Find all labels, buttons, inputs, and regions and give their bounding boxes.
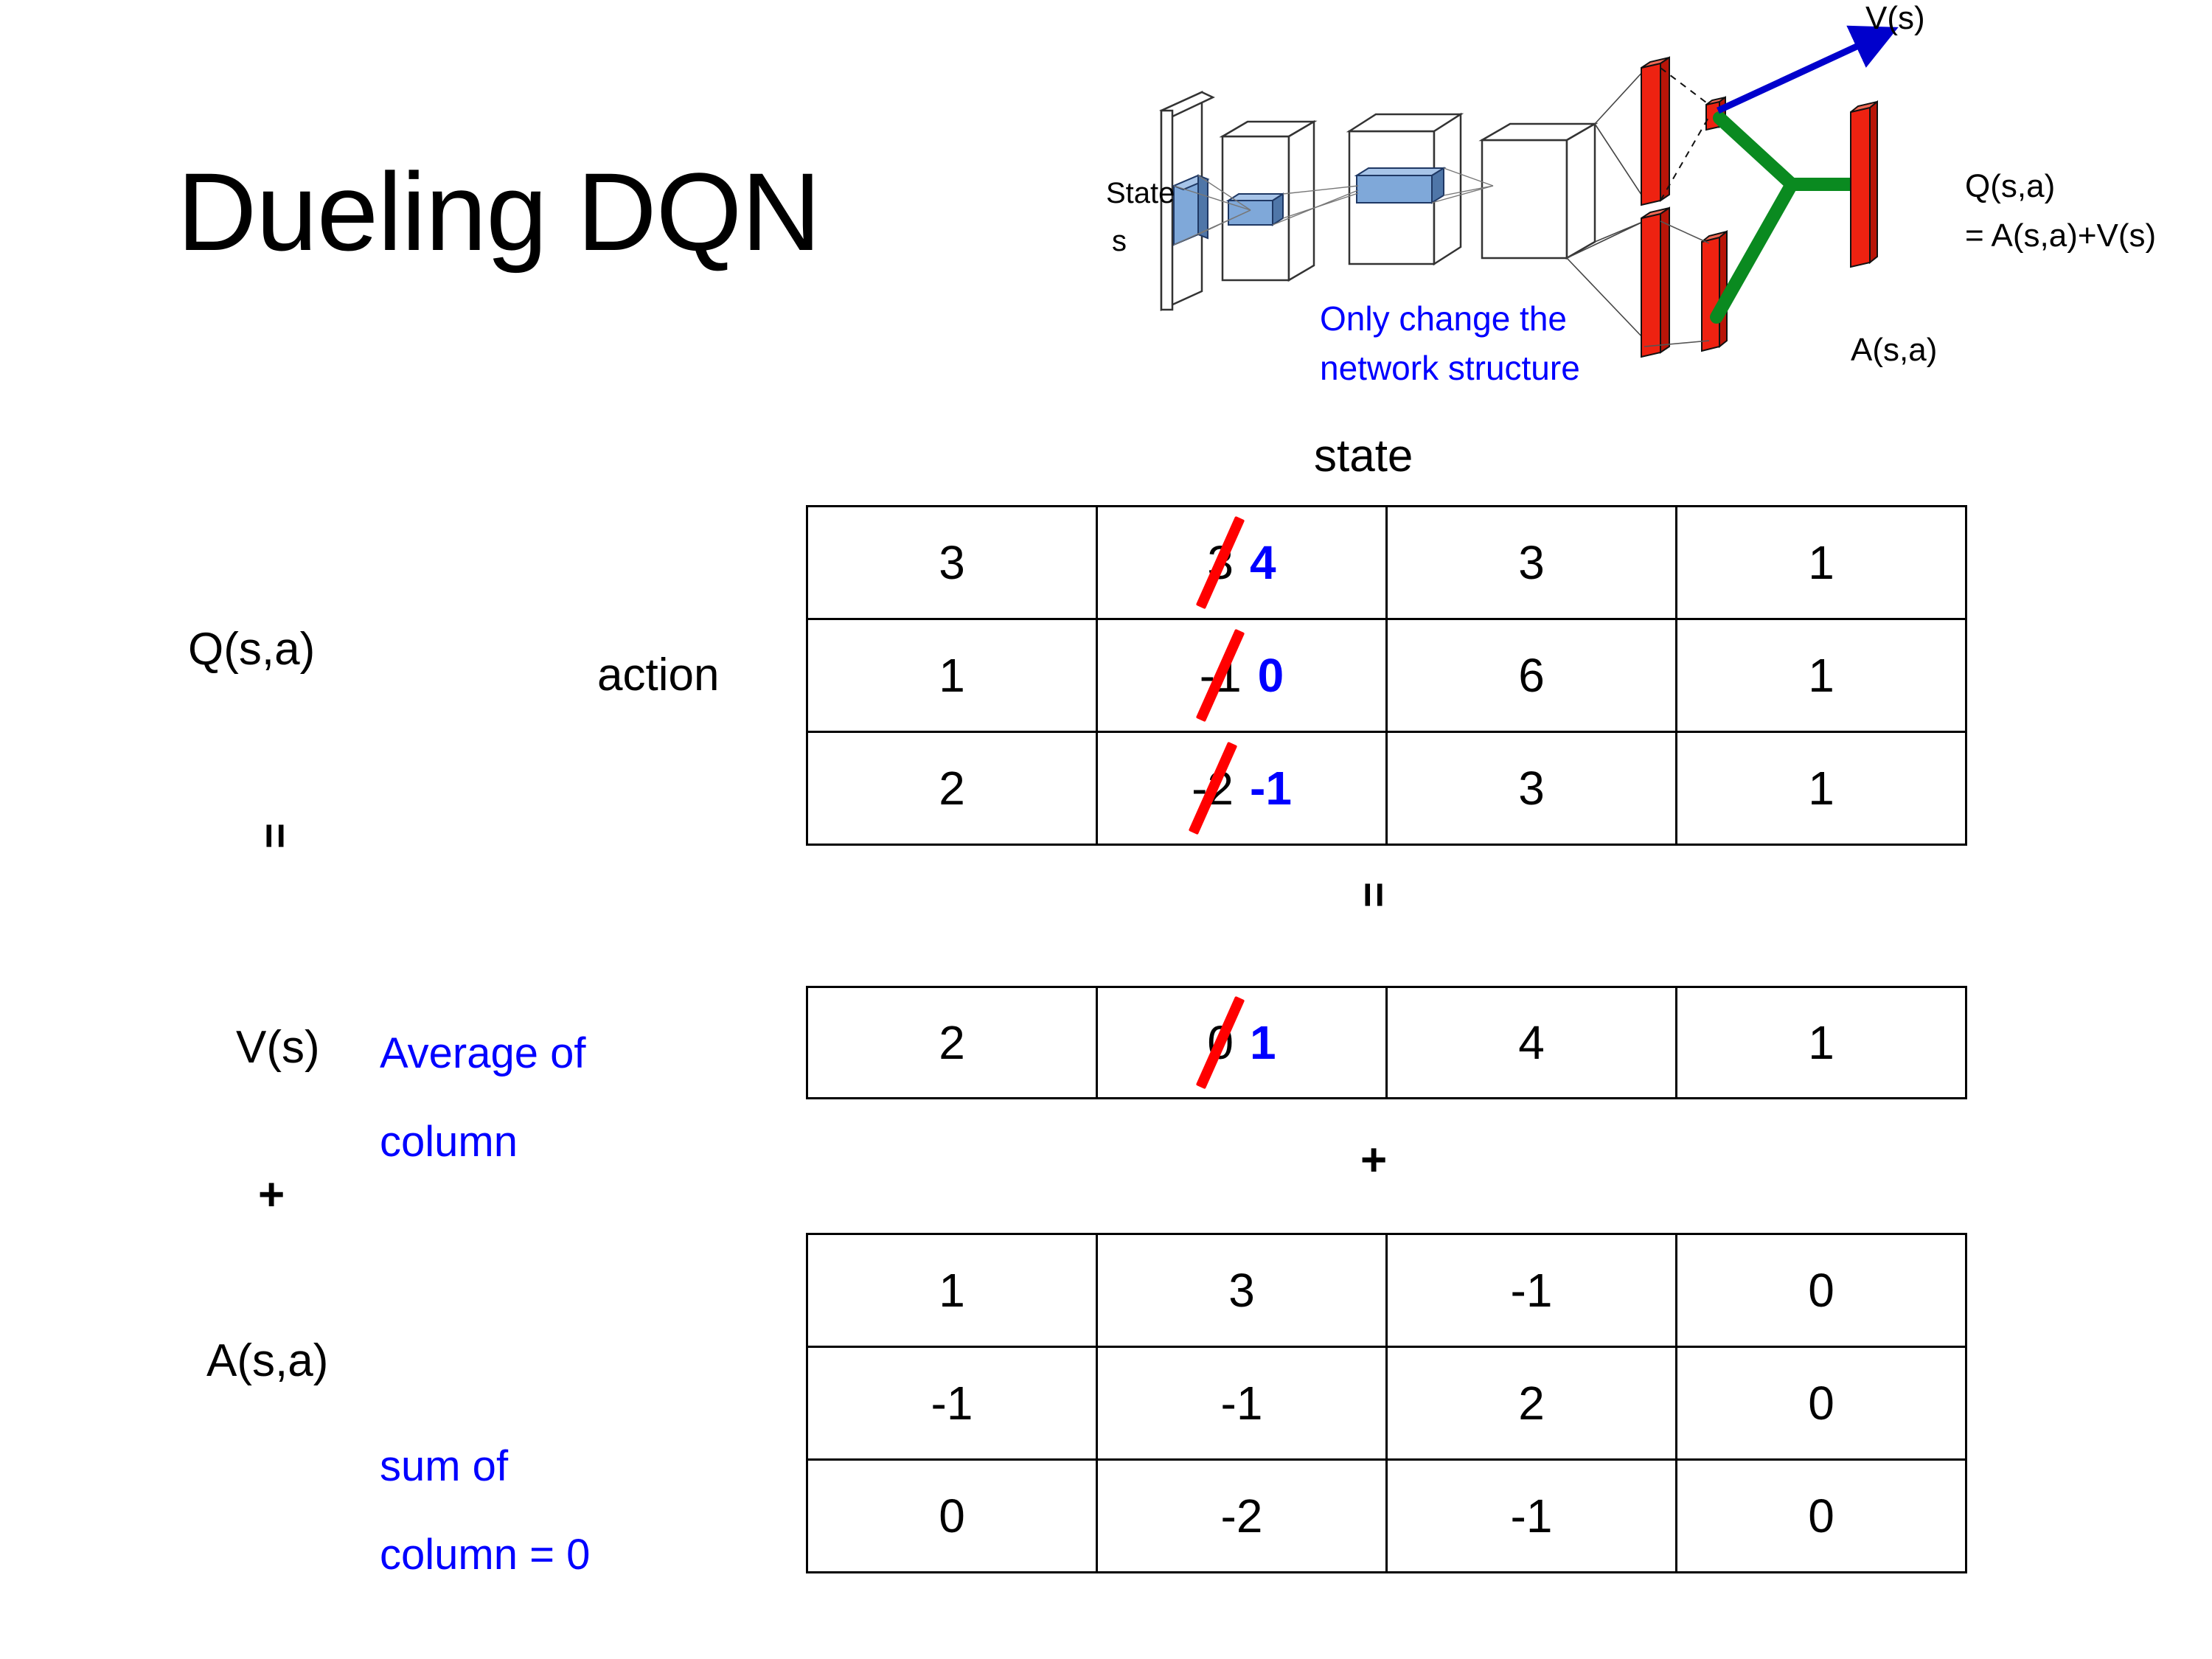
table-cell: 1 bbox=[1675, 618, 1967, 733]
revised-value: 1 bbox=[1250, 1016, 1276, 1069]
table-cell: 34 bbox=[1096, 505, 1388, 620]
struck-value: -1 bbox=[1195, 628, 1245, 723]
table-cell: 2 bbox=[1385, 1346, 1677, 1461]
table-cell: -1 bbox=[1096, 1346, 1388, 1461]
plus-sign-middle: + bbox=[1360, 1135, 1388, 1186]
diagram-value-output-label: V(s) bbox=[1865, 0, 1925, 36]
diagram-state-symbol: s bbox=[1112, 225, 1127, 257]
table-cell: 2 bbox=[806, 986, 1098, 1099]
a-function-label: A(s,a) bbox=[206, 1335, 329, 1386]
advantage-links bbox=[1644, 220, 1710, 347]
strikethrough-icon bbox=[1188, 741, 1237, 835]
diagram-note-line-1: Only change the bbox=[1320, 299, 1568, 338]
q-function-label: Q(s,a) bbox=[188, 624, 316, 675]
table-cell: -10 bbox=[1096, 618, 1388, 733]
q-output-bar-shape bbox=[1850, 100, 1878, 268]
conv-layer-3-shape bbox=[1478, 122, 1599, 260]
table-cell: 2 bbox=[806, 731, 1098, 846]
value-stream-bar-shape bbox=[1641, 56, 1670, 206]
connector-lines-3 bbox=[1431, 167, 1494, 204]
diagram-note-line-2: network structure bbox=[1320, 349, 1580, 387]
table-row: 2-2-131 bbox=[806, 731, 1967, 846]
table-cell: -2-1 bbox=[1096, 731, 1388, 846]
stream-split-lines bbox=[1566, 69, 1645, 340]
table-cell: -2 bbox=[1096, 1458, 1388, 1573]
struck-value: 3 bbox=[1195, 515, 1245, 610]
table-cell: 6 bbox=[1385, 618, 1677, 733]
struck-value: 0 bbox=[1195, 995, 1245, 1090]
sum-note-line-2: column = 0 bbox=[380, 1531, 591, 1579]
action-axis-label: action bbox=[597, 650, 720, 700]
state-axis-label: state bbox=[1314, 431, 1413, 481]
strikethrough-icon bbox=[1195, 628, 1245, 723]
revised-value: 4 bbox=[1250, 536, 1276, 589]
dueling-network-diagram bbox=[1084, 0, 2212, 413]
aggregation-green-shape bbox=[1710, 111, 1857, 324]
table-cell: 1 bbox=[806, 618, 1098, 733]
table-cell: 01 bbox=[1096, 986, 1388, 1099]
diagram-advantage-output-label: A(s,a) bbox=[1851, 332, 1938, 368]
connector-lines-2 bbox=[1272, 185, 1359, 226]
v-value-table: 20141 bbox=[806, 986, 1967, 1099]
average-note-line-2: column bbox=[380, 1118, 518, 1166]
table-row: 20141 bbox=[806, 986, 1967, 1099]
table-cell: -1 bbox=[806, 1346, 1098, 1461]
table-cell: 1 bbox=[1675, 986, 1967, 1099]
table-cell: 3 bbox=[1096, 1233, 1388, 1348]
input-patch-shape bbox=[1172, 174, 1210, 246]
table-cell: -1 bbox=[1385, 1233, 1677, 1348]
table-cell: 1 bbox=[1675, 731, 1967, 846]
table-cell: 0 bbox=[806, 1458, 1098, 1573]
struck-value: -2 bbox=[1188, 741, 1237, 835]
advantage-node-shape bbox=[1701, 229, 1728, 352]
plus-sign-left: + bbox=[258, 1169, 285, 1220]
conv-patch-1-shape bbox=[1225, 192, 1286, 226]
revised-value: 0 bbox=[1257, 649, 1284, 702]
strikethrough-icon bbox=[1195, 995, 1245, 1090]
table-cell: 3 bbox=[1385, 731, 1677, 846]
equals-sign-middle: = bbox=[1349, 881, 1399, 910]
conv-layer-2-shape bbox=[1346, 112, 1464, 266]
equals-sign-left: = bbox=[251, 822, 301, 851]
diagram-q-output-formula: = A(s,a)+V(s) bbox=[1965, 218, 2157, 254]
conv-patch-2-shape bbox=[1354, 167, 1447, 204]
value-output-arrow-shape bbox=[1717, 25, 1899, 114]
value-dashed-links bbox=[1660, 67, 1710, 201]
diagram-q-output-label: Q(s,a) bbox=[1965, 168, 2056, 204]
table-cell: 0 bbox=[1675, 1458, 1967, 1573]
average-note-line-1: Average of bbox=[380, 1029, 586, 1077]
v-function-label: V(s) bbox=[236, 1022, 320, 1073]
table-cell: 0 bbox=[1675, 1233, 1967, 1348]
table-cell: 3 bbox=[806, 505, 1098, 620]
table-cell: 1 bbox=[1675, 505, 1967, 620]
revised-value: -1 bbox=[1250, 762, 1292, 815]
page-title: Dueling DQN bbox=[177, 150, 821, 274]
advantage-stream-bar-shape bbox=[1641, 206, 1670, 358]
table-cell: 1 bbox=[806, 1233, 1098, 1348]
table-cell: 3 bbox=[1385, 505, 1677, 620]
diagram-state-label: State bbox=[1106, 177, 1175, 209]
table-cell: 0 bbox=[1675, 1346, 1967, 1461]
sum-note-line-1: sum of bbox=[380, 1442, 509, 1490]
table-cell: 4 bbox=[1385, 986, 1677, 1099]
table-row: 33431 bbox=[806, 505, 1967, 620]
table-cell: -1 bbox=[1385, 1458, 1677, 1573]
connector-lines-1 bbox=[1173, 175, 1251, 246]
strikethrough-icon bbox=[1195, 515, 1245, 610]
